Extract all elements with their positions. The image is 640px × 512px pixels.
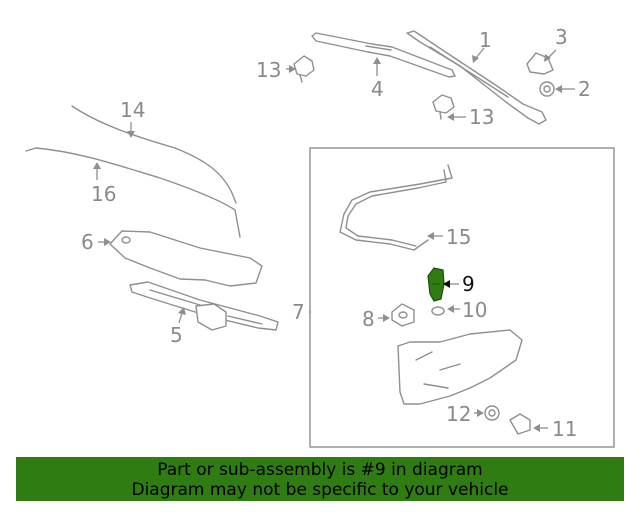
callout-15: 15 <box>446 225 471 249</box>
grommet-12[interactable] <box>484 405 500 421</box>
callout-9: 9 <box>462 272 475 296</box>
callout-10: 10 <box>462 298 487 322</box>
seal-10[interactable] <box>431 306 445 316</box>
wiper-linkage-5[interactable] <box>129 281 279 331</box>
assembly-box-7 <box>309 147 615 448</box>
washer-nozzle-13a[interactable] <box>293 55 315 83</box>
leader-lines <box>93 47 575 432</box>
washer-nozzle-13b[interactable] <box>432 94 455 120</box>
level-sensor-11[interactable] <box>509 413 531 435</box>
washer-reservoir[interactable] <box>397 329 523 405</box>
callout-8: 8 <box>362 307 375 331</box>
nut-2[interactable] <box>539 81 555 97</box>
wiper-blade-4[interactable] <box>311 32 456 78</box>
washer-hose-15[interactable] <box>339 164 453 251</box>
banner-line-2: Diagram may not be specific to your vehi… <box>131 480 509 500</box>
callout-13a: 13 <box>256 58 281 82</box>
callout-5: 5 <box>170 323 183 347</box>
banner-line-1: Part or sub-assembly is #9 in diagram <box>157 460 483 480</box>
cowl-panel-6[interactable] <box>109 230 263 287</box>
callout-4: 4 <box>371 77 384 101</box>
parts-diagram: 1 2 3 4 5 6 7 8 9 10 11 12 13 13 14 15 1… <box>25 25 615 448</box>
callout-6: 6 <box>81 230 94 254</box>
callout-13b: 13 <box>469 105 494 129</box>
callout-7: 7 <box>292 300 305 324</box>
callout-14: 14 <box>120 98 145 122</box>
callout-12: 12 <box>446 402 471 426</box>
washer-pump-9[interactable] <box>427 267 445 302</box>
callout-11: 11 <box>552 417 577 441</box>
grommet-8[interactable] <box>391 303 415 327</box>
callout-3: 3 <box>555 25 568 49</box>
wiper-arm-1[interactable] <box>406 30 547 125</box>
callout-2: 2 <box>578 77 591 101</box>
washer-hose-14[interactable] <box>71 105 237 204</box>
info-banner: Part or sub-assembly is #9 in diagram Di… <box>16 457 624 501</box>
washer-hose-16[interactable] <box>25 147 241 238</box>
callout-16: 16 <box>91 182 116 206</box>
callout-1: 1 <box>479 28 492 52</box>
